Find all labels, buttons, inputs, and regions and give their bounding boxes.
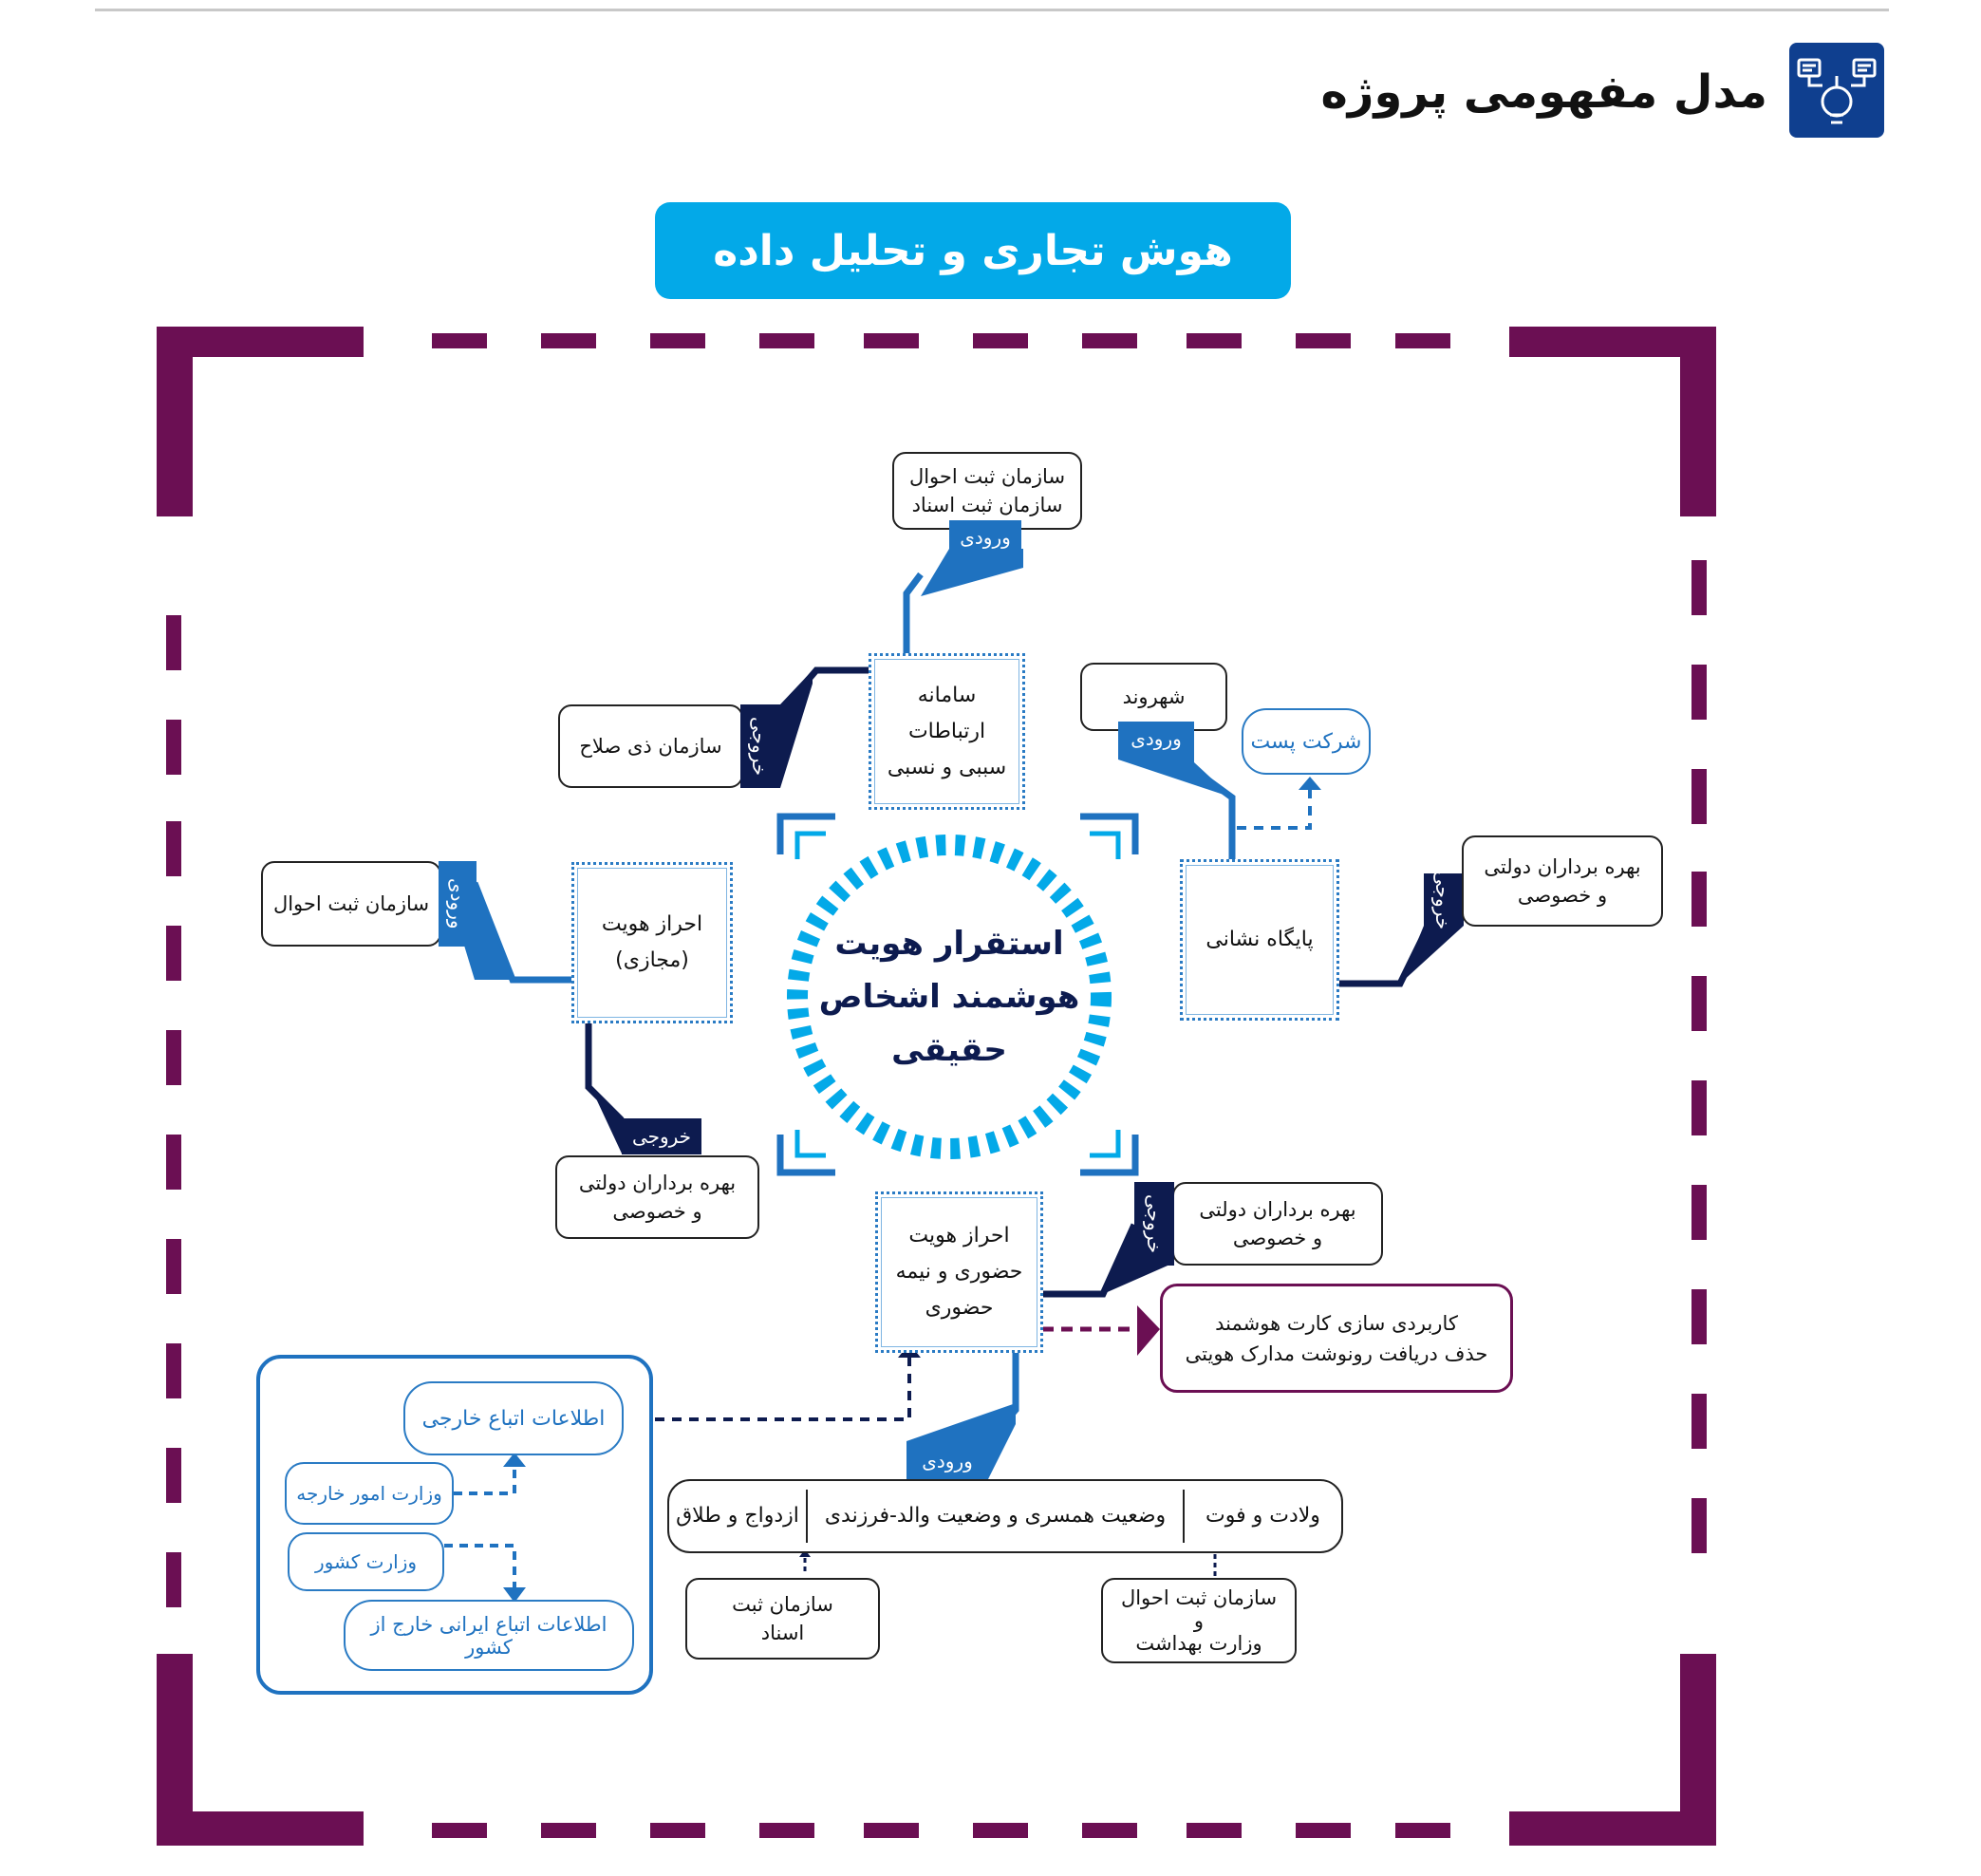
event-birth-death: ولادت و فوت	[1183, 1490, 1341, 1543]
badge-output-left-bottom: خروجی	[622, 1118, 701, 1154]
dashed-frame	[157, 327, 1716, 1846]
foreign-group	[256, 1355, 653, 1695]
badge-output-right: خروجی	[1424, 871, 1462, 929]
center-line-1: استقرار هویت	[834, 925, 1064, 963]
expat-info: اطلاعات اتباع ایرانی خارج از کشور	[344, 1600, 634, 1671]
center-title: استقرار هویت هوشمند اشخاص حقیقی	[816, 911, 1082, 1082]
source-registry: سازمان ثبت اسناد	[685, 1578, 880, 1660]
header-icon	[1789, 43, 1884, 138]
node-in-person-line-3: حضوری	[925, 1296, 994, 1320]
lower-right-stakeholders-line-1: بهره برداران دولتی	[1199, 1198, 1356, 1221]
center-line-3: حقیقی	[891, 1031, 1007, 1069]
citizen-label: شهروند	[1122, 685, 1186, 708]
section-banner: هوش تجاری و تحلیل داده	[655, 202, 1291, 299]
node-sabab[interactable]: سامانه ارتباطات سببی و نسبی	[869, 653, 1025, 810]
node-virtual-auth-line-1: احراز هویت	[601, 912, 703, 936]
node-in-person-auth[interactable]: احراز هویت حضوری و نیمه حضوری	[875, 1191, 1043, 1353]
left-civil-label: سازمان ثبت احوال	[272, 892, 430, 915]
smart-card-line-2: حذف دریافت رونوشت مدارک هویتی	[1185, 1341, 1488, 1365]
right-stakeholders-line-2: و خصوصی	[1517, 884, 1608, 907]
badge-input-left: ورودی	[439, 861, 477, 947]
source-right-stakeholders: بهره برداران دولتی و خصوصی	[1462, 835, 1663, 927]
source-civil-health: سازمان ثبت احوال و وزارت بهداشت	[1101, 1578, 1297, 1663]
event-marriage-divorce: ازدواج و طلاق	[676, 1504, 799, 1528]
source-left-civil: سازمان ثبت احوال	[261, 861, 441, 947]
source-top-line-2: سازمان ثبت اسناد	[911, 494, 1063, 516]
foreign-info: اطلاعات اتباع خارجی	[403, 1381, 624, 1455]
badge-input-citizen: ورودی	[1118, 722, 1194, 756]
interior-ministry-label: وزارت کشور	[314, 1550, 418, 1573]
source-competent-org: سازمان ذی صلاح	[558, 704, 743, 788]
smart-card-line-1: کاربردی سازی کارت هوشمند	[1215, 1311, 1458, 1335]
badge-input-events: ورودی	[906, 1443, 988, 1479]
node-sabab-line-3: سببی و نسبی	[887, 755, 1007, 779]
node-virtual-auth[interactable]: احراز هویت (مجازی)	[571, 862, 733, 1023]
lower-right-stakeholders-line-2: و خصوصی	[1232, 1227, 1323, 1249]
post-label: شرکت پست	[1250, 729, 1362, 754]
interior-ministry: وزارت کشور	[288, 1532, 444, 1591]
center-line-2: هوشمند اشخاص	[818, 978, 1080, 1016]
node-address-base[interactable]: پایگاه نشانی	[1180, 859, 1339, 1021]
left-bottom-stakeholders-line-1: بهره برداران دولتی	[578, 1172, 737, 1194]
source-smart-card: کاربردی سازی کارت هوشمند حذف دریافت رونو…	[1160, 1284, 1513, 1393]
foreign-ministry: وزارت امور خارجه	[285, 1462, 454, 1525]
node-in-person-line-1: احراز هویت	[908, 1224, 1010, 1248]
civil-health-line-2: و	[1193, 1609, 1205, 1632]
source-left-bottom-stakeholders: بهره برداران دولتی و خصوصی	[555, 1155, 759, 1239]
source-top-line-1: سازمان ثبت احوال	[908, 465, 1066, 488]
registry-line-2: اسناد	[760, 1622, 805, 1644]
source-lower-right-stakeholders: بهره برداران دولتی و خصوصی	[1172, 1182, 1383, 1266]
node-address-base-label: پایگاه نشانی	[1205, 928, 1314, 951]
badge-input-top: ورودی	[949, 520, 1021, 554]
expat-info-label: اطلاعات اتباع ایرانی خارج از کشور	[370, 1612, 607, 1659]
event-marital-parent: وضعیت همسری و وضعیت والد-فرزندی	[806, 1490, 1183, 1543]
node-sabab-line-2: ارتباطات	[907, 719, 986, 743]
node-virtual-auth-line-2: (مجازی)	[615, 948, 689, 972]
civil-health-line-3: وزارت بهداشت	[1135, 1632, 1262, 1655]
top-divider	[95, 9, 1889, 11]
right-stakeholders-line-1: بهره برداران دولتی	[1484, 855, 1641, 878]
registry-line-1: سازمان ثبت	[732, 1593, 833, 1616]
banner-label: هوش تجاری و تحلیل داده	[713, 226, 1233, 275]
events-bar: ولادت و فوت وضعیت همسری و وضعیت والد-فرز…	[667, 1479, 1343, 1553]
badge-output-lower-right: خروجی	[1134, 1182, 1174, 1266]
center-ring	[776, 813, 1139, 1176]
page-title: مدل مفهومی پروژه	[1320, 66, 1767, 119]
source-post: شرکت پست	[1242, 708, 1371, 775]
civil-health-line-1: سازمان ثبت احوال	[1120, 1586, 1278, 1609]
node-sabab-line-1: سامانه	[917, 683, 977, 707]
foreign-ministry-label: وزارت امور خارجه	[296, 1482, 442, 1505]
foreign-info-label: اطلاعات اتباع خارجی	[421, 1406, 606, 1431]
source-top-orgs: سازمان ثبت احوال سازمان ثبت اسناد	[892, 452, 1082, 530]
lightbulb-network-icon	[1797, 58, 1877, 124]
left-bottom-stakeholders-line-2: و خصوصی	[612, 1200, 702, 1223]
node-in-person-line-2: حضوری و نیمه	[895, 1260, 1023, 1284]
competent-org-label: سازمان ذی صلاح	[579, 735, 722, 758]
badge-output-competent: خروجی	[740, 704, 778, 788]
